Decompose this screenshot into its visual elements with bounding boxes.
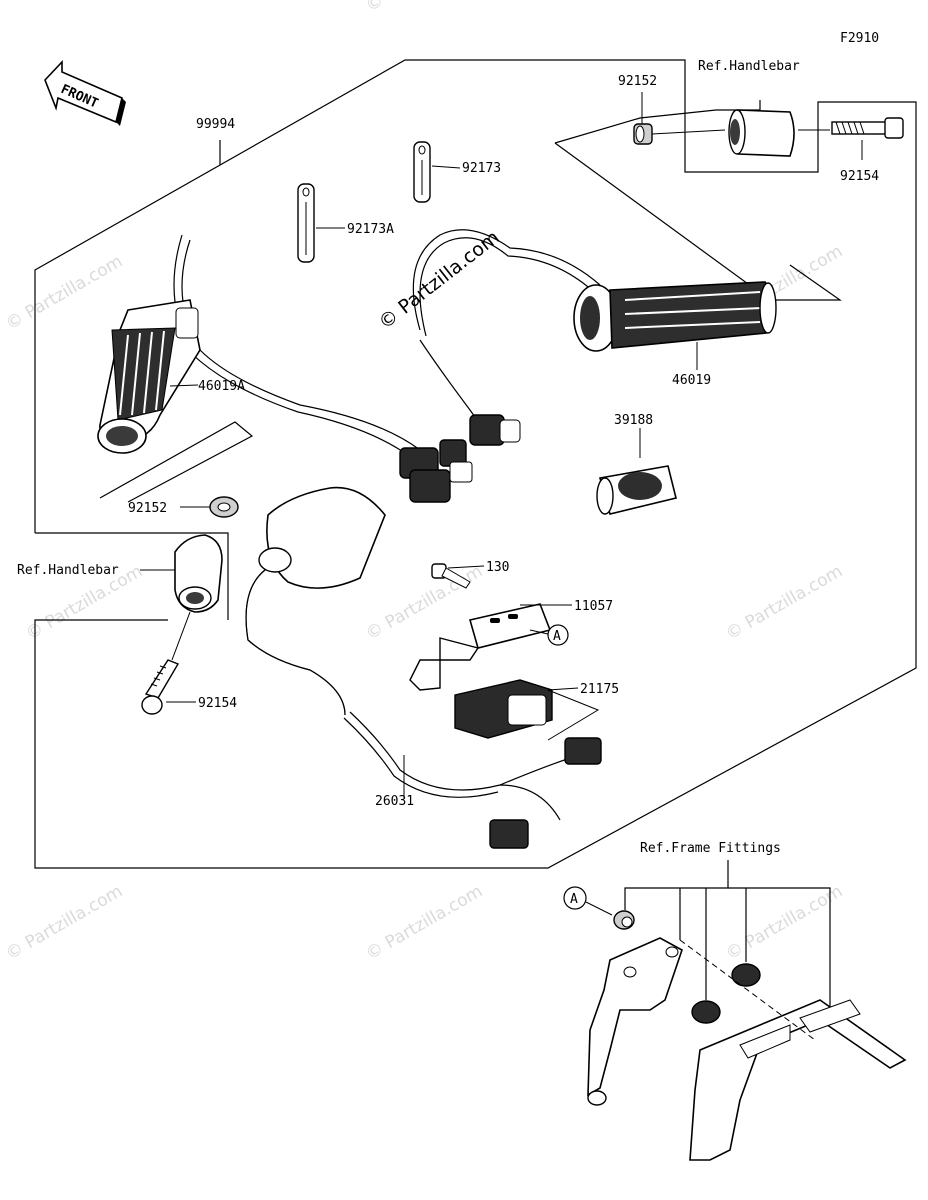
label-92152-top: 92152 [618,74,657,89]
label-39188: 39188 [614,413,653,428]
grip-46019 [412,229,777,446]
ref-handlebar-left: Ref.Handlebar [17,563,119,578]
ref-handlebar-top: Ref.Handlebar [698,59,800,74]
label-21175: 21175 [580,682,619,697]
front-arrow-icon: FRONT [44,59,126,126]
label-46019A: 46019A [198,379,245,394]
diagram-code: F2910 [840,31,879,46]
callout-A: A [553,629,561,644]
ref-frame-fittings: Ref.Frame Fittings [640,841,781,856]
connector-cluster [399,439,473,503]
label-92154-left: 92154 [198,696,237,711]
relay-21175 [454,679,600,741]
callout-A-frame: A [563,886,613,916]
watermark: © Partzilla.com [723,561,847,644]
watermark: © Partzilla.com [3,881,127,964]
label-130: 130 [486,560,509,575]
tie-strap-92173 [413,141,461,203]
handlebar-end-top [728,109,795,157]
ring-39188 [596,428,677,515]
tie-strap-92173A [297,183,345,263]
harness-26031 [245,486,602,849]
frame-fittings [587,910,907,1161]
bolt-92154-left [141,659,196,715]
bracket-11057: A [409,603,572,691]
label-26031: 26031 [375,794,414,809]
handlebar-end-left [174,534,223,613]
callout-A: A [570,892,578,907]
watermark: © Partzilla.com [363,881,487,964]
copyright-text: © Partzilla.com [375,226,504,334]
label-46019: 46019 [672,373,711,388]
washer-92152-top [633,92,726,145]
watermark: © Partzilla.com [363,561,487,644]
bolt-130 [431,563,485,589]
label-11057: 11057 [574,599,613,614]
label-92154-top: 92154 [840,169,879,184]
bolt-92154-top [798,117,904,160]
watermark: © Partzilla.com [3,251,127,334]
watermark: © Partzilla.com [363,0,487,16]
label-99994: 99994 [196,117,235,132]
grip-46019A [97,234,421,459]
washer-92152-left [209,496,239,518]
label-92173: 92173 [462,161,501,176]
watermark: © Partzilla.com [723,881,847,964]
label-92173A: 92173A [347,222,394,237]
label-92152-left: 92152 [128,501,167,516]
